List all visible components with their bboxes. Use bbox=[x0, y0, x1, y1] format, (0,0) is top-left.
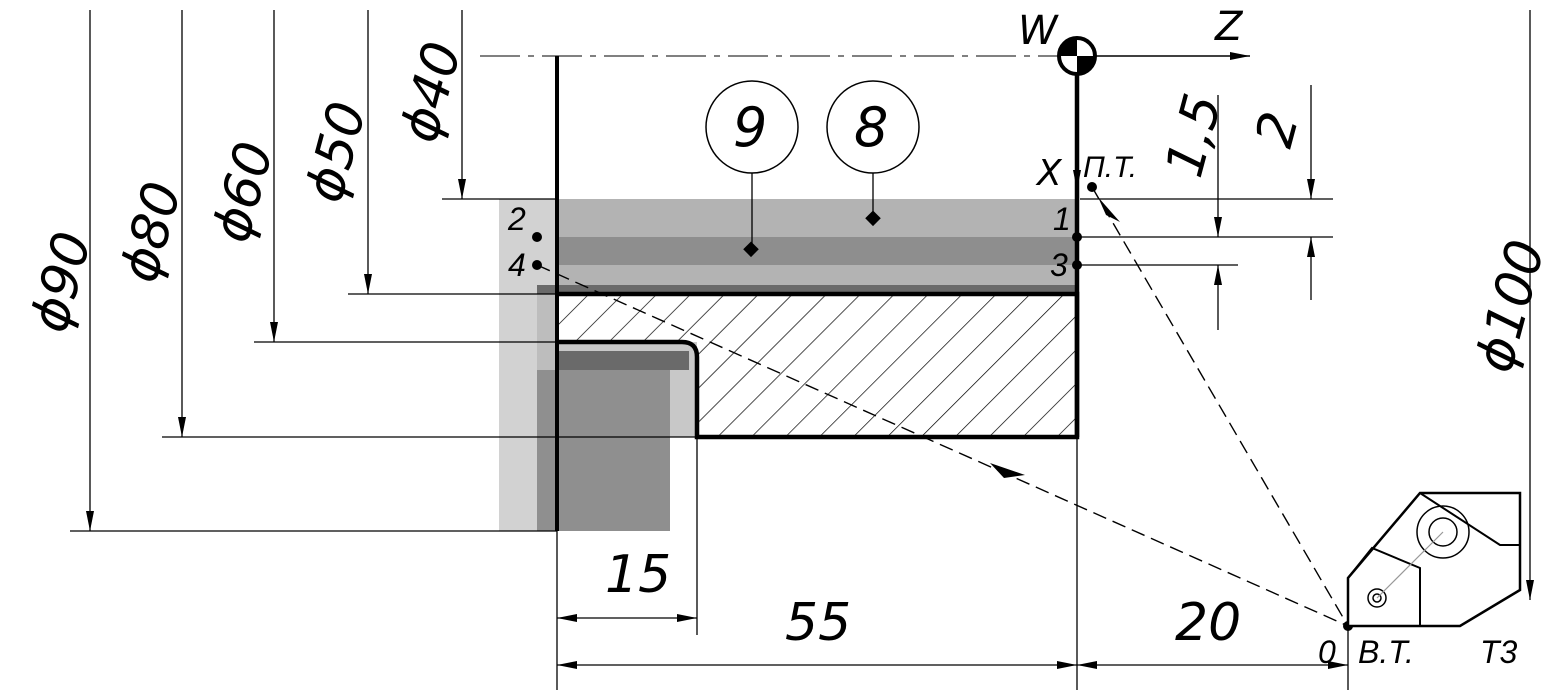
path-pt-to-0 bbox=[1091, 186, 1349, 627]
balloon-8 bbox=[826, 80, 920, 174]
tool-insert-edge bbox=[1347, 546, 1421, 626]
part-outline bbox=[557, 291, 1080, 440]
tool-clamp-screw-outer bbox=[1416, 505, 1470, 559]
label-point-2: 2 bbox=[507, 201, 526, 237]
point-pt-dot bbox=[1087, 182, 1097, 192]
label-point-0: 0 bbox=[1318, 634, 1336, 670]
label-d50: ϕ50 bbox=[295, 96, 379, 209]
label-point-3: 3 bbox=[1050, 247, 1068, 283]
label-d60: ϕ60 bbox=[202, 136, 286, 249]
label-tool: Т3 bbox=[1480, 634, 1518, 670]
path-points bbox=[532, 182, 1353, 631]
label-d100: ϕ100 bbox=[1465, 234, 1555, 379]
tool-insert-screw-inner bbox=[1372, 593, 1382, 603]
origin-w-quadrant-2 bbox=[1077, 56, 1095, 74]
origin-w-quadrant-1 bbox=[1059, 38, 1077, 56]
label-w: W bbox=[1018, 8, 1059, 54]
label-point-1: 1 bbox=[1053, 201, 1071, 237]
tool-clamp-screw-inner bbox=[1428, 517, 1458, 547]
part-section bbox=[557, 294, 1077, 437]
stock-dark-strip bbox=[557, 351, 689, 370]
tool-clamp-edge bbox=[1419, 492, 1520, 546]
stock-dark-block bbox=[537, 370, 670, 531]
allowance-layer-9 bbox=[557, 237, 1077, 265]
label-d80: ϕ80 bbox=[110, 176, 194, 289]
label-1-5: 1,5 bbox=[1155, 88, 1234, 183]
label-20: 20 bbox=[1175, 593, 1241, 653]
path-direction-arrow-2 bbox=[1098, 197, 1120, 222]
label-start-point: П.Т. bbox=[1083, 151, 1137, 184]
point-4-dot bbox=[532, 260, 542, 270]
label-tool-change-point: В.Т. bbox=[1358, 634, 1414, 670]
allowance-thin bbox=[537, 285, 1077, 294]
label-15: 15 bbox=[605, 545, 671, 605]
tool-insert-screw bbox=[1367, 588, 1387, 608]
tool-paths bbox=[536, 186, 1349, 627]
label-x: X bbox=[1035, 153, 1063, 194]
point-3-dot bbox=[1072, 260, 1082, 270]
label-2: 2 bbox=[1245, 106, 1312, 153]
path-direction-arrow-1 bbox=[990, 463, 1025, 478]
balloon-9 bbox=[705, 80, 799, 174]
leader-9-marker bbox=[743, 241, 759, 258]
label-d40: ϕ40 bbox=[390, 36, 474, 149]
stock-layers bbox=[499, 199, 1077, 531]
label-z: Z bbox=[1214, 4, 1244, 50]
tool-centerline bbox=[1376, 531, 1444, 599]
diameter-dimensions bbox=[70, 10, 1534, 600]
label-d90: ϕ90 bbox=[20, 226, 104, 339]
label-55: 55 bbox=[785, 593, 851, 653]
point-1-dot bbox=[1072, 232, 1082, 242]
tool-holder bbox=[1346, 491, 1522, 628]
path-4-to-0 bbox=[536, 264, 1349, 627]
step-dimensions bbox=[1080, 85, 1333, 330]
leader-8-marker bbox=[865, 210, 881, 227]
coordinate-axes bbox=[1057, 36, 1250, 190]
balloon-8-label: 8 bbox=[854, 96, 888, 159]
balloon-9-label: 9 bbox=[733, 96, 767, 159]
label-point-4: 4 bbox=[508, 247, 526, 283]
point-2-dot bbox=[532, 232, 542, 242]
